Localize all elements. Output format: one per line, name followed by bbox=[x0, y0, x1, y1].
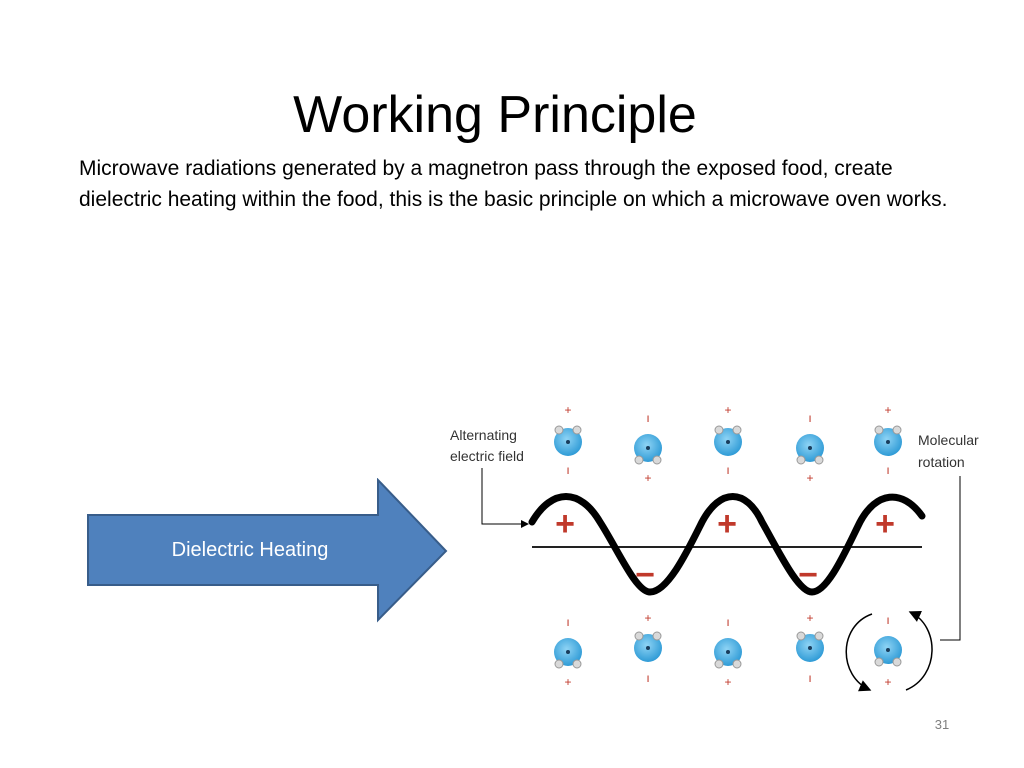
molecule-top-3: + ı bbox=[714, 403, 742, 477]
molecular-rotation-label-line2: rotation bbox=[918, 454, 965, 470]
molecule-bottom-2: + ı bbox=[634, 611, 662, 685]
molecule-bottom-1-minus: ı bbox=[566, 615, 569, 629]
plus-sign-3: + bbox=[875, 505, 895, 543]
molecule-top-2-minus: ı bbox=[646, 411, 649, 425]
molecule-bottom-5-minus: ı bbox=[886, 613, 889, 627]
plus-sign-2: + bbox=[717, 505, 737, 543]
slide-title: Working Principle bbox=[293, 86, 697, 144]
molecule-bottom-1: ı + bbox=[554, 615, 582, 689]
alternating-field-label-line1: Alternating bbox=[450, 427, 517, 443]
rotation-arc-icon-2 bbox=[905, 611, 933, 691]
molecule-top-2: ı + bbox=[634, 411, 662, 485]
molecule-bottom-3-minus: ı bbox=[726, 615, 729, 629]
arrow-shape bbox=[87, 478, 448, 623]
molecule-top-3-minus: ı bbox=[726, 463, 729, 477]
slide-number: 31 bbox=[934, 717, 950, 732]
field-pointer-line bbox=[481, 468, 529, 528]
alternating-field-label-line2: electric field bbox=[450, 448, 524, 464]
molecule-bottom-2-minus: ı bbox=[646, 671, 649, 685]
molecule-bottom-3: ı + bbox=[714, 615, 742, 689]
molecule-top-4: ı + bbox=[796, 411, 824, 485]
molecule-bottom-4: + ı bbox=[796, 611, 824, 685]
molecule-bottom-2-plus: + bbox=[644, 611, 651, 625]
sine-wave bbox=[528, 493, 926, 596]
molecule-top-2-plus: + bbox=[644, 471, 651, 485]
molecule-top-4-plus: + bbox=[806, 471, 813, 485]
rotation-arc-icon bbox=[845, 613, 873, 692]
molecule-top-1: + ı bbox=[554, 403, 582, 477]
rotation-pointer-line bbox=[940, 476, 961, 641]
molecule-bottom-5-rotating: ı + bbox=[845, 611, 933, 692]
plus-sign-1: + bbox=[555, 505, 575, 543]
molecule-bottom-5-plus: + bbox=[884, 675, 891, 689]
molecule-top-5-plus: + bbox=[884, 403, 891, 417]
dielectric-heating-arrow bbox=[87, 478, 448, 623]
slide-body-text: Microwave radiations generated by a magn… bbox=[79, 157, 948, 211]
molecule-top-5-minus: ı bbox=[886, 463, 889, 477]
molecule-bottom-4-minus: ı bbox=[808, 671, 811, 685]
minus-sign-2: − bbox=[798, 556, 818, 594]
molecule-bottom-1-plus: + bbox=[564, 675, 571, 689]
molecule-top-1-plus: + bbox=[564, 403, 571, 417]
molecule-top-5: + ı bbox=[874, 403, 902, 477]
molecular-rotation-label-line1: Molecular bbox=[918, 432, 979, 448]
molecule-top-1-minus: ı bbox=[566, 463, 569, 477]
molecule-bottom-3-plus: + bbox=[724, 675, 731, 689]
molecule-bottom-4-plus: + bbox=[806, 611, 813, 625]
minus-sign-1: − bbox=[635, 556, 655, 594]
arrow-label: Dielectric Heating bbox=[171, 539, 329, 561]
dielectric-diagram: Alternating electric field Molecular rot… bbox=[450, 403, 979, 692]
molecule-top-3-plus: + bbox=[724, 403, 731, 417]
molecule-top-4-minus: ı bbox=[808, 411, 811, 425]
